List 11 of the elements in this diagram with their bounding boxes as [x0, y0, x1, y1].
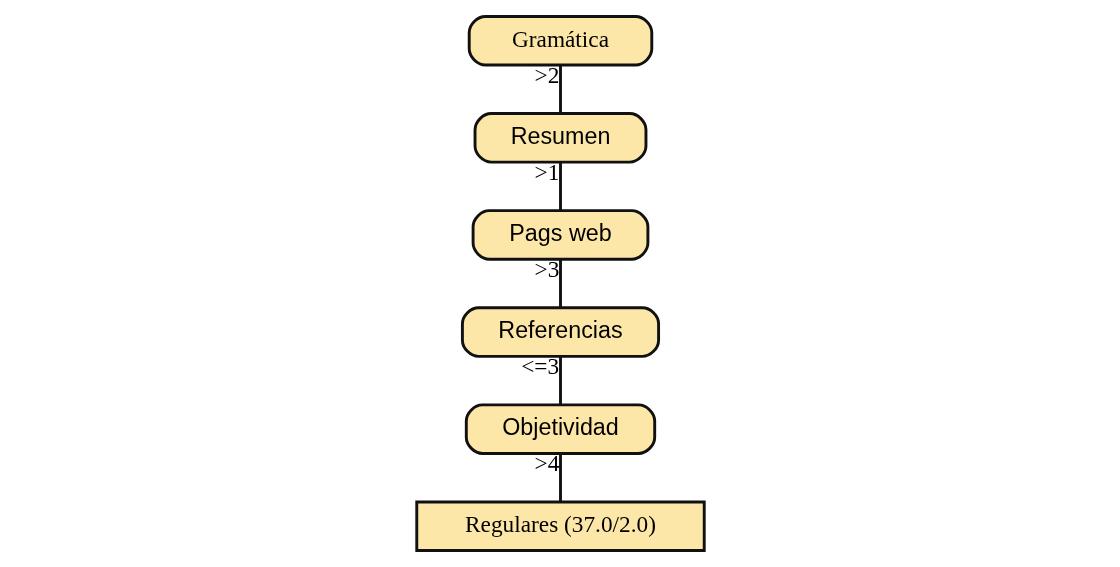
connector: [558, 259, 562, 308]
node-box: Gramática: [467, 14, 653, 67]
connector: [558, 453, 562, 502]
node-box: Pags web: [471, 209, 649, 261]
connector: [558, 356, 562, 405]
node-box: Regulares (37.0/2.0): [414, 500, 706, 553]
connector: [558, 162, 562, 211]
node-box: Referencias: [460, 306, 660, 358]
node-box: Objetividad: [464, 403, 656, 455]
connector: [558, 65, 562, 114]
node-box: Resumen: [473, 112, 647, 164]
